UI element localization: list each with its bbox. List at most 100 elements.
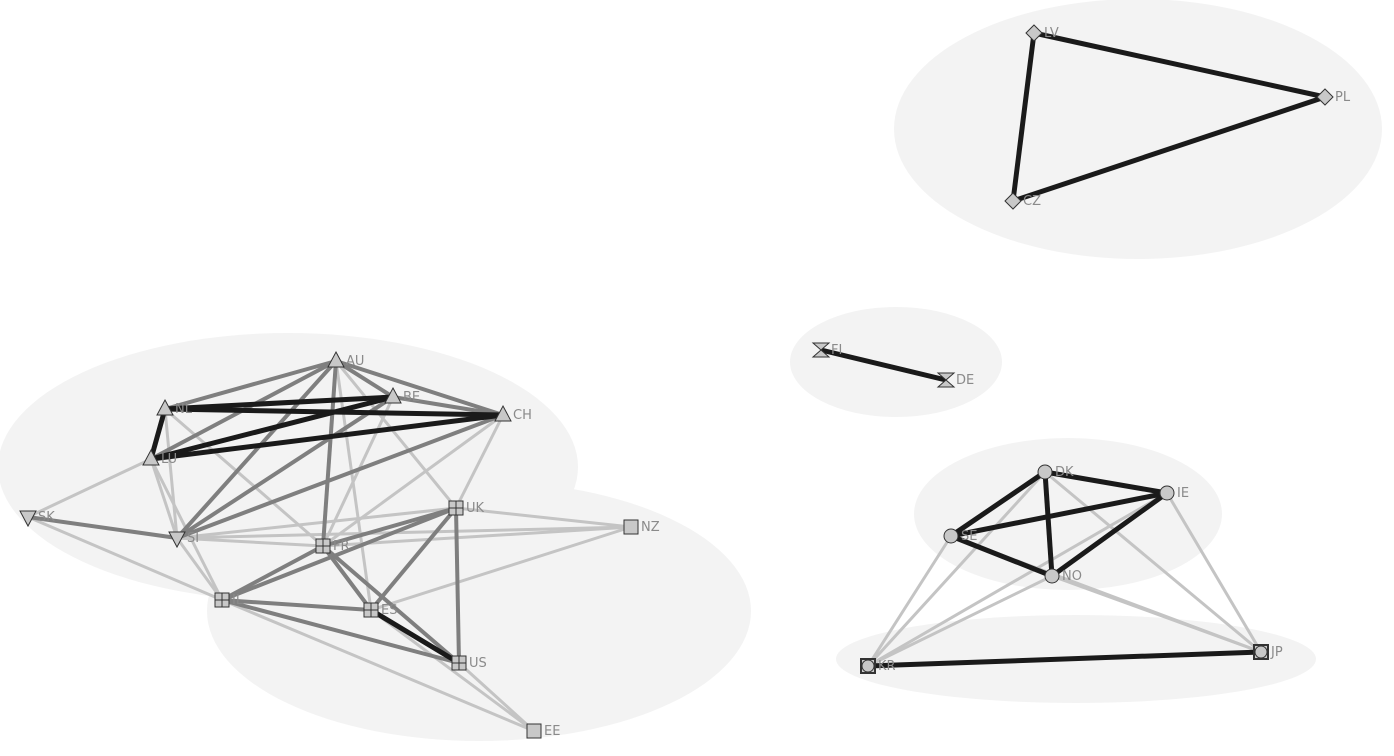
node-lu[interactable]: LU (142, 448, 177, 467)
edge-uk-nz (455, 506, 632, 529)
node-fr[interactable]: FR (315, 538, 350, 554)
edge-au-es (334, 360, 373, 611)
edge-fr-us (321, 544, 461, 665)
node-es-cross (364, 603, 378, 617)
node-ch-shape (494, 404, 512, 422)
edge-ie-no (1050, 490, 1169, 579)
node-label: KR (878, 659, 896, 674)
edge-uk-fr (322, 506, 457, 548)
edge-uk-us (454, 507, 461, 664)
node-label: FI (831, 343, 842, 358)
node-ie[interactable]: IE (1159, 485, 1189, 501)
edge-sk-si (27, 515, 178, 540)
node-lv-shape (1025, 24, 1043, 42)
node-label: LU (161, 452, 177, 467)
edge-es-us (369, 607, 461, 666)
node-nl-shape (156, 398, 174, 416)
node-layer: LV PL CZ FI DE DK IE SE NO KR JP AU BE CH NL LU SK SI UK FR… (19, 24, 1351, 739)
node-label: DE (956, 373, 974, 388)
node-ee[interactable]: EE (526, 723, 560, 739)
node-pl[interactable]: PL (1316, 88, 1351, 106)
node-dk[interactable]: DK (1037, 464, 1074, 480)
cluster-fi-de (790, 307, 1002, 417)
edge-au-fr (321, 360, 338, 547)
node-cz[interactable]: CZ (1004, 192, 1041, 210)
node-il[interactable]: IL (214, 592, 244, 608)
node-jp-shape (1254, 645, 1268, 659)
edge-dk-no (1042, 471, 1055, 577)
node-label: SK (38, 510, 55, 525)
edge-il-es (221, 598, 372, 612)
edge-si-il (175, 537, 224, 601)
edge-lu-be (150, 394, 394, 462)
node-label: CH (513, 408, 532, 423)
node-label: NO (1062, 569, 1082, 584)
edge-il-us (221, 598, 460, 665)
node-label: NL (175, 402, 193, 417)
node-label: CZ (1023, 194, 1041, 209)
edge-si-nz (176, 525, 632, 540)
edge-au-be (334, 359, 395, 399)
edge-lv-pl (1033, 30, 1326, 100)
node-nz[interactable]: NZ (623, 519, 660, 535)
edge-jp-ie (1165, 492, 1263, 653)
edge-se-ie (950, 490, 1168, 539)
node-fi[interactable]: FI (811, 342, 842, 358)
node-sk-shape (19, 510, 37, 528)
node-label: EE (544, 724, 560, 739)
node-us[interactable]: US (451, 655, 487, 671)
edge-si-fr (176, 536, 324, 548)
node-us-cross (452, 656, 466, 670)
node-no-shape (1044, 568, 1060, 584)
edge-au-uk (334, 360, 458, 509)
edge-jp-dk (1044, 470, 1262, 654)
node-nl[interactable]: NL (156, 398, 193, 417)
node-se[interactable]: SE (943, 528, 977, 544)
node-jp[interactable]: JP (1253, 644, 1283, 660)
node-si[interactable]: SI (168, 531, 199, 549)
edge-si-uk (176, 506, 457, 540)
node-no[interactable]: NO (1044, 568, 1082, 584)
edge-us-ee (457, 661, 536, 733)
node-se-shape (943, 528, 959, 544)
node-pl-shape (1316, 88, 1334, 106)
edge-fr-il (221, 544, 324, 602)
edge-au-si (175, 359, 338, 540)
node-si-shape (168, 531, 186, 549)
node-be-shape (384, 386, 402, 404)
node-kr[interactable]: KR (860, 658, 896, 674)
node-uk-cross (449, 501, 463, 515)
node-ch[interactable]: CH (494, 404, 532, 423)
node-label: US (469, 656, 487, 671)
edge-kr-jp (867, 649, 1262, 669)
node-be[interactable]: BE (384, 386, 420, 405)
node-lu-shape (142, 448, 160, 466)
edge-es-nz (370, 525, 632, 612)
node-label: DK (1055, 465, 1074, 480)
edge-lu-si (149, 458, 179, 539)
node-sk[interactable]: SK (19, 510, 55, 528)
edge-lu-ch (150, 412, 504, 462)
node-de[interactable]: DE (936, 372, 974, 388)
edge-au-nl (164, 359, 337, 411)
node-au[interactable]: AU (327, 350, 364, 369)
edge-fr-nz (322, 525, 632, 548)
edge-nl-si (163, 408, 179, 539)
node-label: IL (232, 593, 244, 608)
node-lv[interactable]: LV (1025, 24, 1059, 42)
node-au-shape (327, 350, 345, 368)
node-fr-cross (316, 539, 330, 553)
node-label: UK (466, 501, 485, 516)
node-label: PL (1335, 90, 1351, 105)
cluster-uk-fr-us (207, 481, 751, 741)
node-uk[interactable]: UK (448, 500, 485, 516)
node-il-cross (215, 593, 229, 607)
edge-lv-cz (1010, 32, 1037, 202)
edge-ch-uk (454, 414, 505, 509)
edge-nl-lu (148, 408, 168, 460)
node-es[interactable]: ES (363, 602, 397, 618)
edge-il-ee (221, 598, 535, 733)
cluster-lv-pl-cz (894, 0, 1382, 259)
edge-fr-es (321, 544, 373, 612)
edge-kr-dk (866, 470, 1047, 668)
